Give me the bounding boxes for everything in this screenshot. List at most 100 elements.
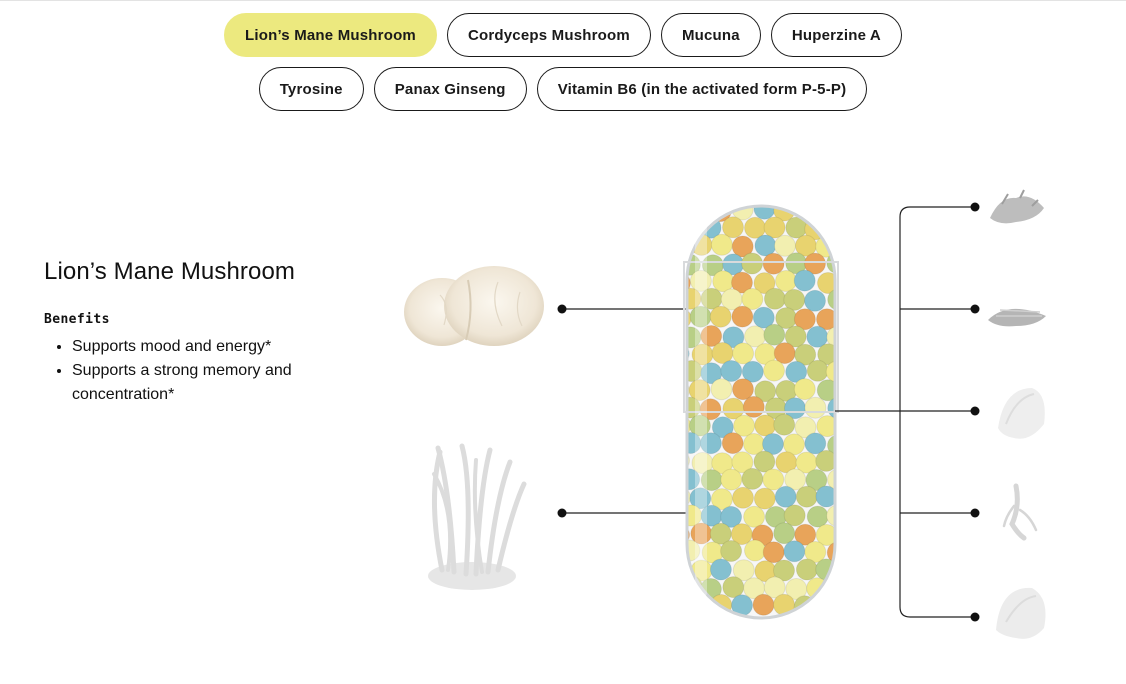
capsule-bead xyxy=(773,522,796,545)
tab-mucuna[interactable]: Mucuna xyxy=(660,13,761,57)
capsule-bead xyxy=(720,540,743,562)
lions-mane-mushroom-image xyxy=(404,266,544,346)
ginseng-root-image xyxy=(1002,483,1038,541)
top-divider xyxy=(0,0,1126,1)
capsule-bead xyxy=(804,396,827,419)
capsule-bead xyxy=(816,379,835,402)
capsule-bead xyxy=(732,378,754,401)
capsule-bead xyxy=(720,505,743,528)
capsule-bead xyxy=(689,487,712,510)
capsule-bead xyxy=(794,523,817,546)
connector-dot xyxy=(970,612,980,622)
ingredient-title: Lion’s Mane Mushroom xyxy=(44,258,296,285)
ingredient-info-panel: Lion’s Mane Mushroom Benefits Supports m… xyxy=(44,258,344,407)
capsule-bead xyxy=(742,395,765,418)
benefit-item: Supports mood and energy* xyxy=(72,335,344,359)
capsule-bead xyxy=(793,378,816,401)
capsule-bead xyxy=(710,378,733,401)
capsule-bead xyxy=(732,342,755,365)
capsule-bead xyxy=(687,594,691,617)
capsule-bead xyxy=(784,468,807,491)
connector-dot xyxy=(557,304,567,314)
capsule-image xyxy=(683,204,839,620)
capsule-bead xyxy=(688,594,711,617)
ingredient-tabs-row-2: Tyrosine Panax Ginseng Vitamin B6 (in th… xyxy=(0,67,1126,111)
capsule-bead xyxy=(805,469,828,491)
tab-lions-mane[interactable]: Lion’s Mane Mushroom xyxy=(224,13,437,57)
tab-cordyceps[interactable]: Cordyceps Mushroom xyxy=(446,13,651,57)
capsule-bead xyxy=(804,252,826,275)
capsule-bead xyxy=(763,576,786,599)
capsule-bead xyxy=(815,449,835,472)
capsule-bead xyxy=(753,272,776,295)
capsule-bead xyxy=(827,288,835,311)
capsule-bead xyxy=(827,434,835,457)
capsule-bead xyxy=(731,271,753,294)
capsule-bead xyxy=(688,414,711,437)
capsule-bead xyxy=(731,305,754,328)
capsule-bead xyxy=(763,216,786,239)
capsule-bead xyxy=(773,413,796,436)
capsule-bead xyxy=(687,272,691,295)
capsule-bead xyxy=(743,505,766,528)
connector-dot xyxy=(970,202,980,212)
capsule-bead xyxy=(795,485,818,508)
capsule-bead xyxy=(731,235,754,258)
benefits-list: Supports mood and energy* Supports a str… xyxy=(44,335,344,407)
capsule-bead xyxy=(816,593,835,616)
capsule-bead xyxy=(700,325,723,347)
capsule-bead xyxy=(710,233,733,256)
capsule-bead xyxy=(804,289,826,312)
tab-vitamin-b6[interactable]: Vitamin B6 (in the activated form P-5-P) xyxy=(536,67,868,111)
capsule-bead xyxy=(687,523,690,546)
connector-dot xyxy=(557,508,567,518)
capsule-bead xyxy=(688,379,711,402)
capsule-bead xyxy=(774,485,797,508)
capsule-bead xyxy=(794,343,817,366)
benefit-item: Supports a strong memory and concentrati… xyxy=(72,359,344,407)
capsule-bead xyxy=(732,559,755,582)
tyrosine-powder-image xyxy=(998,388,1045,439)
capsule-bead xyxy=(826,326,835,349)
capsule-bead xyxy=(741,360,764,383)
capsule-bead xyxy=(733,414,756,437)
capsule-bead xyxy=(806,359,829,382)
capsule-bead xyxy=(817,272,835,294)
capsule-bead xyxy=(763,287,786,310)
tab-huperzine-a[interactable]: Huperzine A xyxy=(770,13,902,57)
capsule-bead xyxy=(793,308,816,331)
tab-tyrosine[interactable]: Tyrosine xyxy=(258,67,364,111)
capsule-bead xyxy=(793,269,816,292)
capsule-bead xyxy=(720,360,743,382)
capsule-bead xyxy=(827,468,835,491)
capsule-bead xyxy=(762,252,785,275)
capsule-bead xyxy=(825,360,835,383)
capsule-bead xyxy=(689,269,712,292)
capsule-bead xyxy=(754,380,777,403)
capsule-bead xyxy=(794,416,817,439)
capsule-bead xyxy=(783,540,806,563)
capsule-bead xyxy=(687,342,690,365)
capsule-bead xyxy=(762,541,785,564)
capsule-bead xyxy=(741,252,764,275)
capsule-bead xyxy=(744,539,766,562)
capsule-bead xyxy=(741,467,764,490)
capsule-bead xyxy=(687,468,701,491)
capsule-bead xyxy=(710,488,733,511)
capsule-bead xyxy=(709,558,732,581)
capsule-bead xyxy=(784,325,807,348)
capsule-bead xyxy=(773,559,795,582)
capsule-bead xyxy=(814,206,835,223)
capsule-bead xyxy=(775,270,797,292)
huperzine-powder-image xyxy=(988,308,1046,327)
capsule-bead xyxy=(817,343,835,366)
capsule-bead xyxy=(752,593,775,616)
tab-panax-ginseng[interactable]: Panax Ginseng xyxy=(373,67,527,111)
capsule-bead xyxy=(815,485,835,508)
capsule-bead xyxy=(754,414,777,437)
capsule-bead xyxy=(753,206,776,220)
capsule-bead xyxy=(687,234,692,257)
capsule-bead xyxy=(816,415,835,438)
capsule-bead xyxy=(753,450,776,473)
capsule-bead xyxy=(806,505,829,528)
